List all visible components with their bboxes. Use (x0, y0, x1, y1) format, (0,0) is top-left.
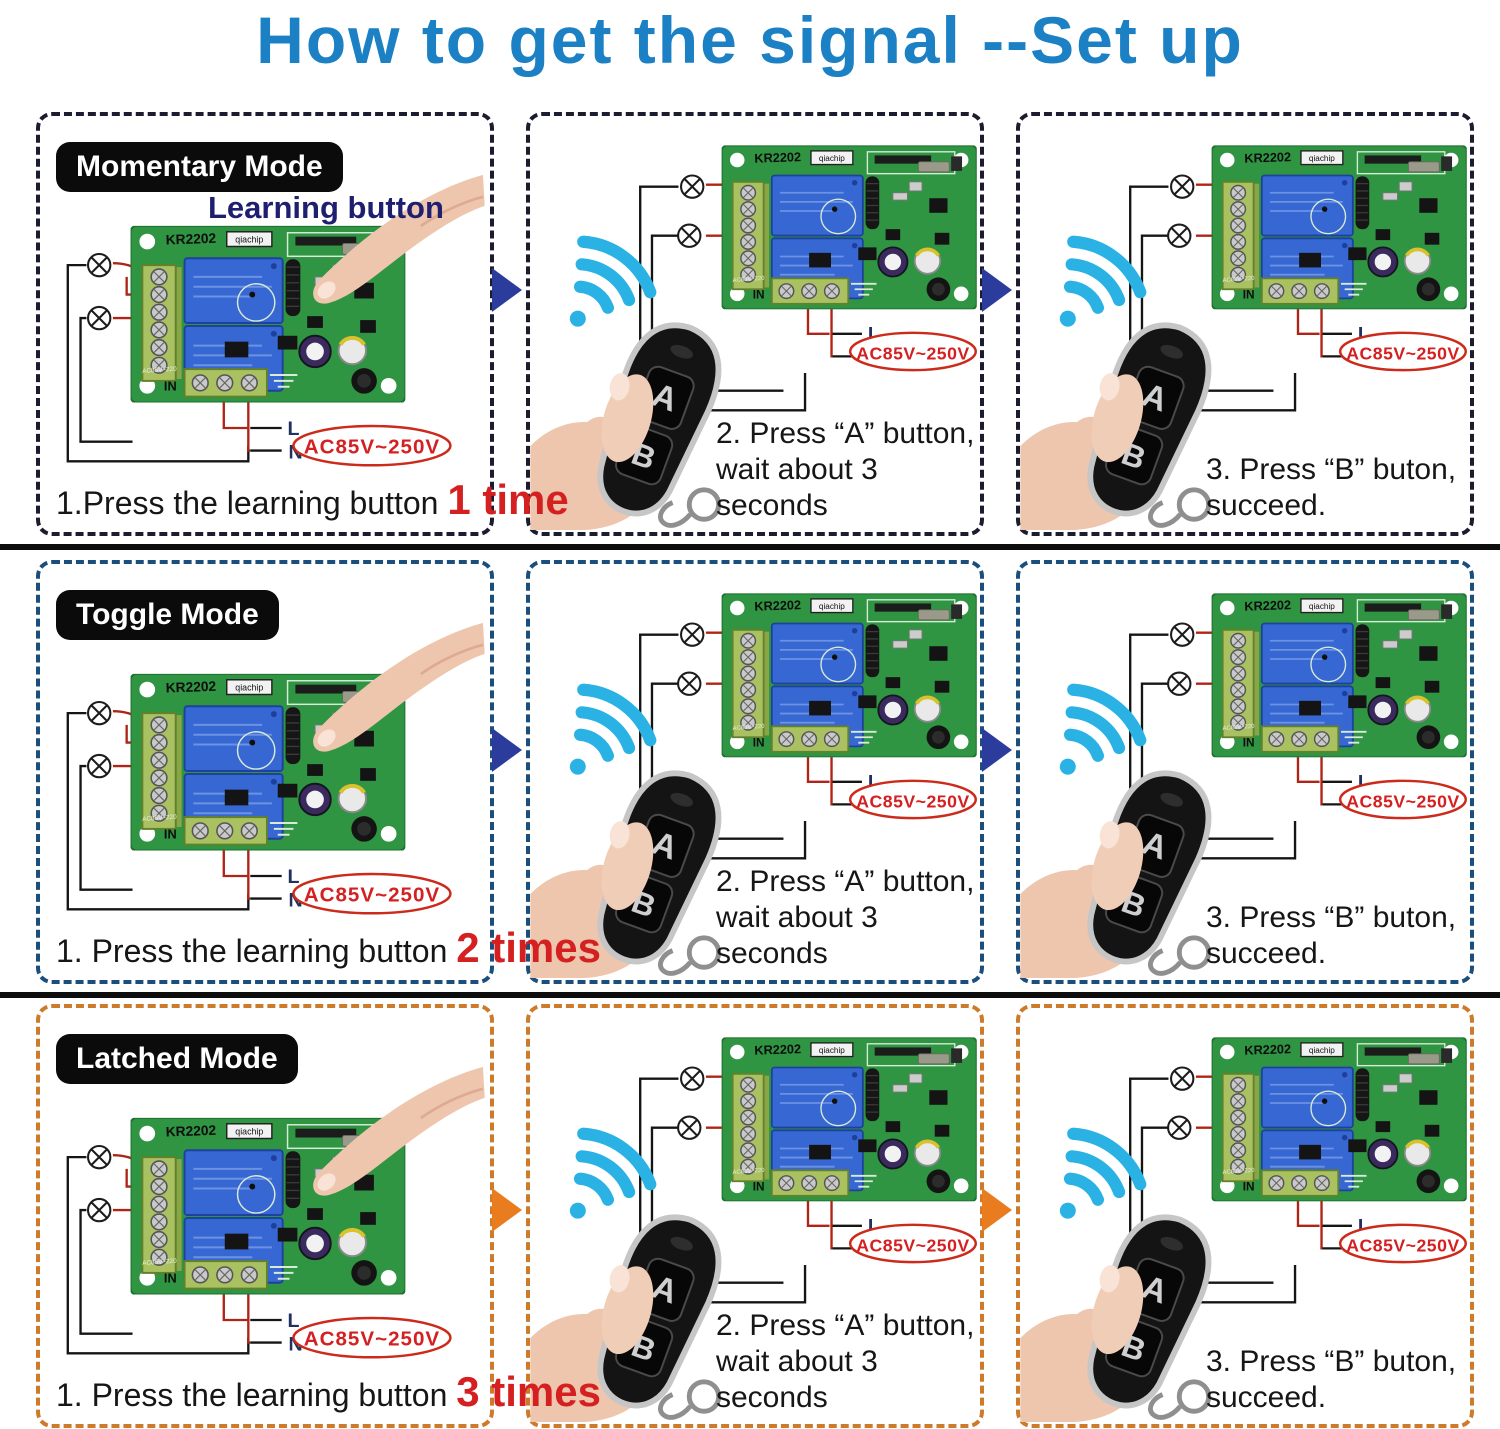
panel-momentary-step2: 2. Press “A” button,wait about 3 seconds (526, 112, 984, 536)
step-caption: 3. Press “B” buton,succeed. (1206, 901, 1457, 970)
arrow-right-icon (492, 268, 522, 312)
step-caption: 2. Press “A” button,wait about 3 seconds (716, 865, 975, 970)
arrow-right-icon (982, 268, 1012, 312)
step-caption: 3. Press “B” buton,succeed. (1206, 453, 1457, 522)
panel-latched-step2: 2. Press “A” button,wait about 3 seconds (526, 1004, 984, 1428)
panel-toggle-step3: 3. Press “B” buton,succeed. (1016, 560, 1474, 984)
learning-button-label: Learning button (208, 190, 444, 225)
arrow-right-icon (982, 1188, 1012, 1232)
step-caption: 2. Press “A” button,wait about 3 seconds (716, 1309, 975, 1414)
mode-badge: Momentary Mode (56, 142, 343, 192)
panel-momentary-step1: Momentary Mode Learning button 1.Press t… (36, 112, 569, 536)
step-caption: 1.Press the learning button 1 time (56, 476, 569, 523)
mode-badge: Toggle Mode (56, 590, 279, 640)
panel-toggle-step2: 2. Press “A” button,wait about 3 seconds (526, 560, 984, 984)
arrow-right-icon (492, 728, 522, 772)
panel-latched-step3: 3. Press “B” buton,succeed. (1016, 1004, 1474, 1428)
panel-momentary-step3: 3. Press “B” buton,succeed. (1016, 112, 1474, 536)
step-caption: 2. Press “A” button,wait about 3 seconds (716, 417, 975, 522)
step-caption: 1. Press the learning button 3 times (56, 1368, 601, 1415)
panel-toggle-step1: Toggle Mode 1. Press the learning button… (36, 560, 601, 984)
row-divider (0, 992, 1500, 998)
page-title: How to get the signal --Set up (256, 3, 1244, 77)
step-caption: 3. Press “B” buton,succeed. (1206, 1345, 1457, 1414)
panel-latched-step1: Latched Mode 1. Press the learning butto… (36, 1004, 601, 1428)
row-divider (0, 544, 1500, 550)
arrow-right-icon (492, 1188, 522, 1232)
mode-badge: Latched Mode (56, 1034, 298, 1084)
step-caption: 1. Press the learning button 2 times (56, 924, 601, 971)
arrow-right-icon (982, 728, 1012, 772)
